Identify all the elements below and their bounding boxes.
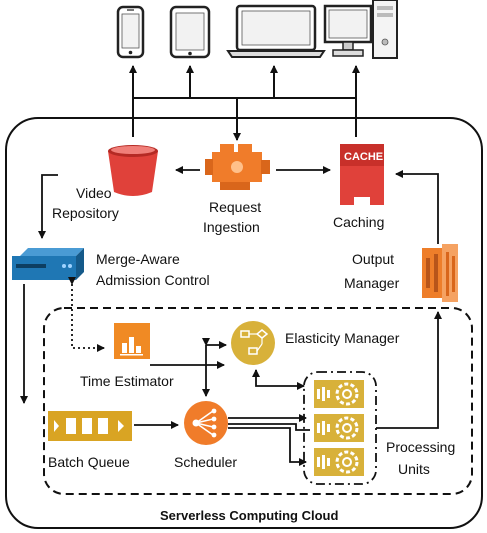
processing-unit-3-gear-icon — [314, 448, 364, 476]
arrow-processing-to-output — [376, 311, 442, 429]
flow-arrows — [20, 166, 442, 466]
video-repository-label-2: Repository — [52, 205, 119, 221]
laptop-icon — [226, 4, 326, 58]
output-manager-label-2: Manager — [344, 275, 400, 291]
client-distribution-bus — [129, 65, 360, 141]
caching-label: Caching — [333, 214, 384, 230]
request-ingestion-engine-icon — [205, 144, 270, 190]
serverless-cloud-boundary — [5, 117, 483, 529]
smartphone-icon — [116, 5, 145, 59]
arrow-elasticity-processing — [255, 370, 305, 390]
video-repository-label-1: Video — [76, 185, 112, 201]
processing-units-label-2: Units — [398, 461, 430, 477]
processing-unit-1-gear-icon — [314, 380, 364, 408]
cloud-title: Serverless Computing Cloud — [160, 508, 338, 523]
tablet-icon — [169, 5, 211, 59]
admission-control-label-2: Admission Control — [96, 272, 210, 288]
time-estimator-chart-icon — [114, 323, 150, 359]
arrow-output-to-caching — [395, 170, 439, 244]
time-estimator-label: Time Estimator — [80, 373, 174, 389]
output-manager-icon — [422, 244, 458, 302]
dotted-admission-to-time-estimator — [68, 277, 105, 352]
batch-queue-icon — [48, 411, 132, 441]
elasticity-manager-flowchart-icon — [231, 321, 275, 365]
admission-control-device-icon — [12, 248, 84, 280]
batch-queue-label: Batch Queue — [48, 454, 130, 470]
output-manager-label-1: Output — [352, 251, 394, 267]
elasticity-manager-label: Elasticity Manager — [285, 330, 400, 346]
processing-unit-2-gear-icon — [314, 414, 364, 442]
cache-icon-text: CACHE — [344, 151, 383, 163]
cache-icon — [340, 144, 384, 205]
scheduler-icon — [184, 401, 228, 445]
request-ingestion-label-2: Ingestion — [203, 219, 260, 235]
admission-control-label-1: Merge-Aware — [96, 251, 180, 267]
video-repository-bucket-icon — [108, 145, 158, 196]
desktop-computer-icon — [323, 0, 398, 59]
processing-units-group — [303, 371, 377, 485]
arrow-repository-to-admission — [38, 174, 58, 239]
arrow-scheduler-to-unit-2 — [228, 423, 310, 431]
request-ingestion-label-1: Request — [209, 199, 261, 215]
arrow-scheduler-to-unit-3 — [228, 427, 307, 466]
processing-units-label-1: Processing — [386, 439, 455, 455]
scheduler-label: Scheduler — [174, 454, 237, 470]
